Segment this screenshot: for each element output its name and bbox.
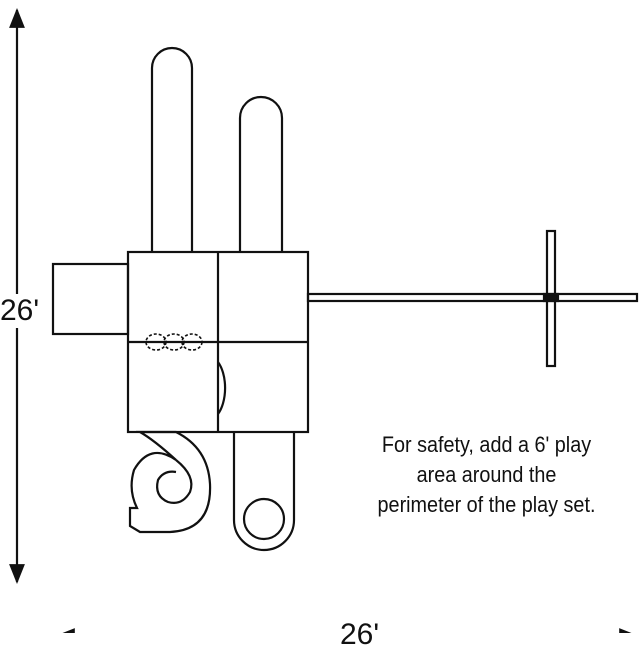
spiral-slide-outline [128, 430, 212, 534]
safety-note-line: area around the [416, 462, 557, 487]
width-dimension-label: 26' [336, 620, 384, 650]
safety-note-line: perimeter of the play set. [377, 492, 596, 517]
tall-slide-outline [150, 46, 194, 252]
height-dimension-label: 26' [0, 294, 40, 328]
swing-rings [145, 333, 203, 351]
playset-diagram [9, 8, 639, 633]
safety-note-line: For safety, add a 6' play [381, 432, 592, 457]
short-slide-outline [238, 95, 284, 252]
spiral-slide-inner [156, 459, 193, 504]
climbing-rock [217, 361, 227, 415]
bottom-slide-outline [232, 432, 296, 552]
swing-beam [306, 292, 639, 303]
safety-note: For safety, add a 6' play area around th… [365, 430, 608, 520]
bottom-slide-end [242, 497, 286, 541]
side-extension [51, 262, 130, 336]
a-frame-joint [542, 292, 560, 303]
